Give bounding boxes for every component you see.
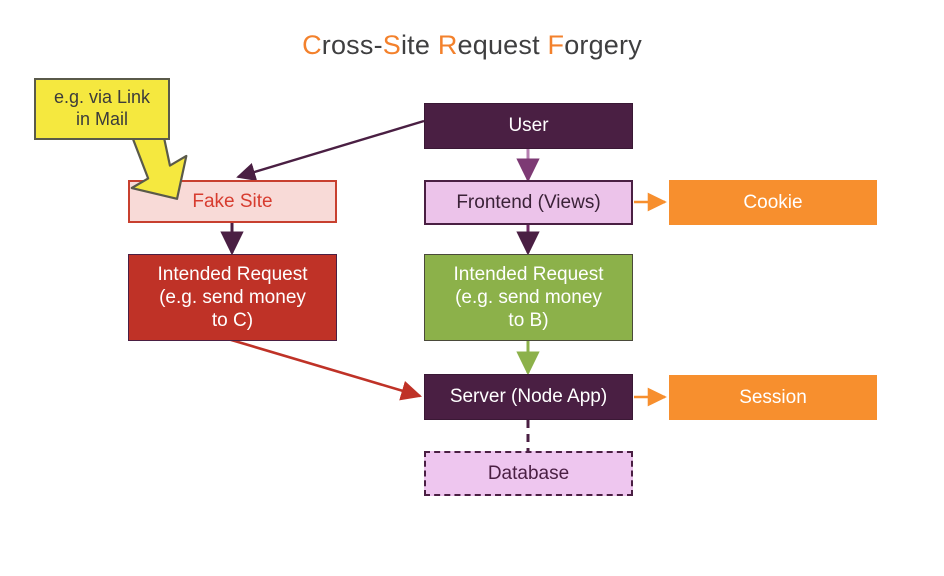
node-frontend-label: Frontend (Views) [456,191,601,213]
node-request-real-label: Intended Request (e.g. send money to B) [453,263,604,332]
node-database[interactable]: Database [424,451,633,496]
block-arrow-icon [130,129,188,200]
title-segment: ite [400,30,438,60]
title-segment: R [437,30,458,60]
edge-request-fake-to-server [227,337,422,401]
node-server-label: Server (Node App) [449,386,608,408]
edge-user-to-fake-site [236,119,425,181]
node-request-fake[interactable]: Intended Request (e.g. send money to C) [128,254,337,341]
title-segment: C [302,30,322,60]
node-request-fake-label: Intended Request (e.g. send money to C) [157,263,308,332]
title-segment: equest [457,30,548,60]
node-cookie[interactable]: Cookie [669,180,877,225]
title-segment: ross- [321,30,383,60]
title-segment: orgery [564,30,642,60]
node-server[interactable]: Server (Node App) [424,374,633,420]
note-callout[interactable]: e.g. via Link in Mail [34,78,170,140]
page-title: Cross-Site Request Forgery [0,30,944,61]
node-session[interactable]: Session [669,375,877,420]
title-segment: F [547,30,565,60]
node-session-label: Session [739,386,807,408]
node-database-label: Database [487,462,570,484]
node-frontend[interactable]: Frontend (Views) [424,180,633,225]
note-callout-label: e.g. via Link in Mail [53,87,151,129]
node-request-real[interactable]: Intended Request (e.g. send money to B) [424,254,633,341]
node-user-label: User [508,115,549,137]
node-user[interactable]: User [424,103,633,149]
node-fake-site-label: Fake Site [192,190,273,212]
title-segment: S [382,30,401,60]
node-cookie-label: Cookie [743,191,803,213]
